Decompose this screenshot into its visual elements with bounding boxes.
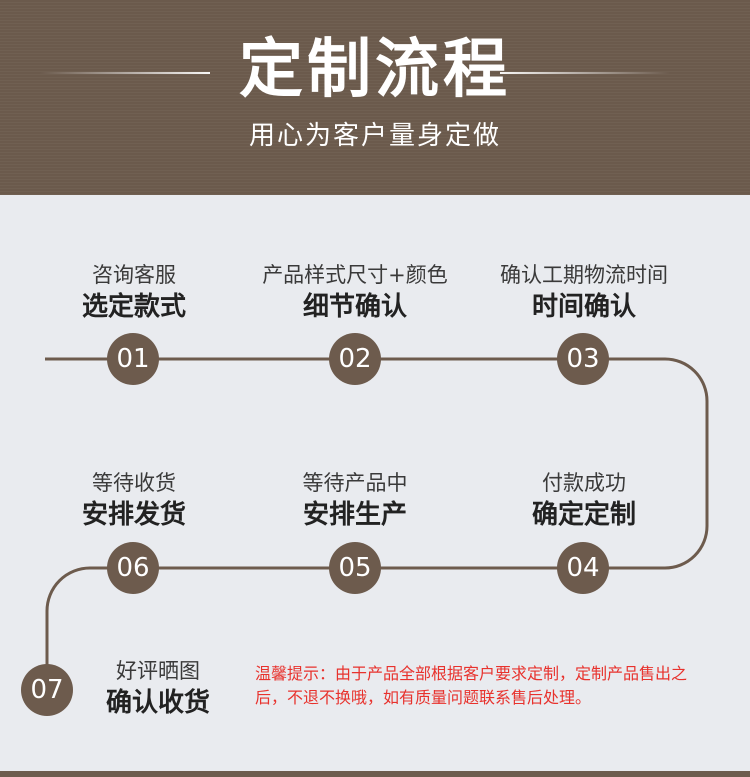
page-subtitle: 用心为客户量身定做 [248,121,501,151]
step-05-badge: 05 [329,542,381,594]
page-title: 定制流程 [239,33,511,107]
step-01-badge: 01 [107,333,159,385]
step-07-subtitle: 好评晒图 [116,659,200,683]
title-divider-right [500,72,670,74]
step-01-subtitle: 咨询客服 [92,263,176,287]
step-02-label: 产品样式尺寸+颜色 细节确认 [240,260,470,324]
step-06-subtitle: 等待收货 [92,471,176,495]
step-01-label: 咨询客服 选定款式 [40,260,228,324]
step-02-title: 细节确认 [302,292,407,322]
step-02-subtitle: 产品样式尺寸+颜色 [262,263,448,287]
header-banner: 定制流程 用心为客户量身定做 [0,0,750,195]
step-07-label: 好评晒图 确认收货 [90,656,226,720]
step-06-label: 等待收货 安排发货 [40,468,228,532]
step-03-badge: 03 [557,333,609,385]
step-06-badge: 06 [107,542,159,594]
notice-text: 温馨提示：由于产品全部根据客户要求定制，定制产品售出之后，不退不换哦，如有质量问… [255,664,688,707]
step-03-label: 确认工期物流时间 时间确认 [480,260,688,324]
step-03-title: 时间确认 [531,292,636,322]
step-05-label: 等待产品中 安排生产 [260,468,450,532]
step-03-subtitle: 确认工期物流时间 [500,263,668,287]
step-04-subtitle: 付款成功 [542,471,626,495]
step-07-title: 确认收货 [105,688,210,718]
step-04-badge: 04 [557,542,609,594]
step-04-title: 确定定制 [531,500,636,530]
step-06-title: 安排发货 [81,500,186,530]
step-01-title: 选定款式 [81,292,186,322]
step-02-badge: 02 [329,333,381,385]
title-divider-left [40,72,210,74]
step-05-subtitle: 等待产品中 [302,471,408,495]
step-04-label: 付款成功 确定定制 [490,468,678,532]
step-05-title: 安排生产 [302,500,407,530]
bottom-bar [0,771,750,777]
step-07-badge: 07 [21,664,73,716]
